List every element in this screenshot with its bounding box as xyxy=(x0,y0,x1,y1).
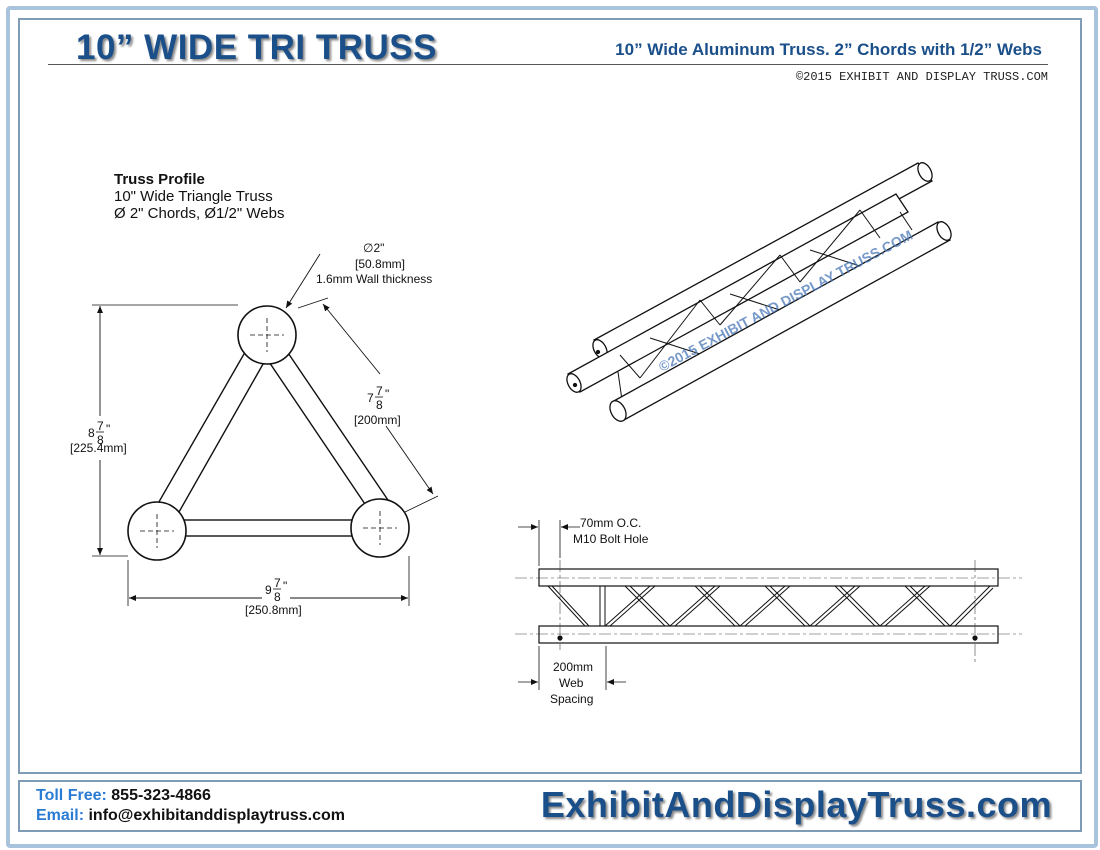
bolt-hole-label: M10 Bolt Hole xyxy=(573,532,649,546)
title-rule xyxy=(48,64,1048,65)
profile-line-2: Ø 2" Chords, Ø1/2" Webs xyxy=(114,205,285,222)
page-subtitle: 10” Wide Aluminum Truss. 2” Chords with … xyxy=(615,40,1042,59)
side-whole: 7 xyxy=(367,391,374,405)
side-mm: [200mm] xyxy=(354,413,401,427)
website-link[interactable]: ExhibitAndDisplayTruss.com xyxy=(540,784,1052,825)
web-spacing-value: 200mm xyxy=(553,660,593,674)
height-whole: 8 xyxy=(88,426,95,440)
height-frac-num: 7 xyxy=(97,419,104,433)
email-address[interactable]: info@exhibitanddisplaytruss.com xyxy=(88,807,345,824)
profile-heading: Truss Profile xyxy=(114,171,205,188)
width-whole: 9 xyxy=(265,583,272,597)
side-frac-den: 8 xyxy=(376,398,383,412)
truss-side-view xyxy=(515,520,1022,690)
phone-row: Toll Free: 855-323-4866 xyxy=(36,786,345,806)
svg-text:": " xyxy=(385,387,389,401)
phone-label: Toll Free: xyxy=(36,787,107,804)
copyright-notice: ©2015 EXHIBIT AND DISPLAY TRUSS.COM xyxy=(795,70,1048,84)
width-frac-num: 7 xyxy=(274,576,281,590)
email-label: Email: xyxy=(36,807,85,824)
profile-line-1: 10" Wide Triangle Truss xyxy=(114,188,273,205)
chord-mm-label: [50.8mm] xyxy=(355,257,405,271)
outer-frame xyxy=(6,6,1098,848)
height-mm: [225.4mm] xyxy=(70,441,127,455)
side-frac-num: 7 xyxy=(376,384,383,398)
drawing-frame xyxy=(18,18,1082,774)
width-frac-den: 8 xyxy=(274,590,281,604)
width-mm: [250.8mm] xyxy=(245,603,302,617)
profile-webs xyxy=(154,346,394,537)
phone-number[interactable]: 855-323-4866 xyxy=(111,787,211,804)
truss-isometric-view xyxy=(566,162,952,422)
profile-dimension-labels: ∅2" [50.8mm] 1.6mm Wall thickness 8 7 8 … xyxy=(70,241,432,617)
height-frac-den: 8 xyxy=(97,433,104,447)
wall-thickness-label: 1.6mm Wall thickness xyxy=(316,272,432,286)
svg-text:": " xyxy=(106,422,110,436)
footer-bar xyxy=(18,780,1082,832)
profile-caption: Truss Profile 10" Wide Triangle Truss Ø … xyxy=(114,171,284,222)
oc-spacing-label: 70mm O.C. xyxy=(580,516,641,530)
email-row: Email: info@exhibitanddisplaytruss.com xyxy=(36,806,345,826)
web-spacing-word-1: Web xyxy=(559,676,584,690)
side-view-labels: 70mm O.C. M10 Bolt Hole 200mm Web Spacin… xyxy=(550,516,649,706)
page-title: 10” WIDE TRI TRUSS xyxy=(76,28,437,67)
truss-profile-view xyxy=(92,253,439,606)
web-spacing-word-2: Spacing xyxy=(550,692,593,706)
svg-text:": " xyxy=(283,579,287,593)
chord-diameter-label: ∅2" xyxy=(363,241,384,255)
contact-info: Toll Free: 855-323-4866 Email: info@exhi… xyxy=(36,786,345,826)
